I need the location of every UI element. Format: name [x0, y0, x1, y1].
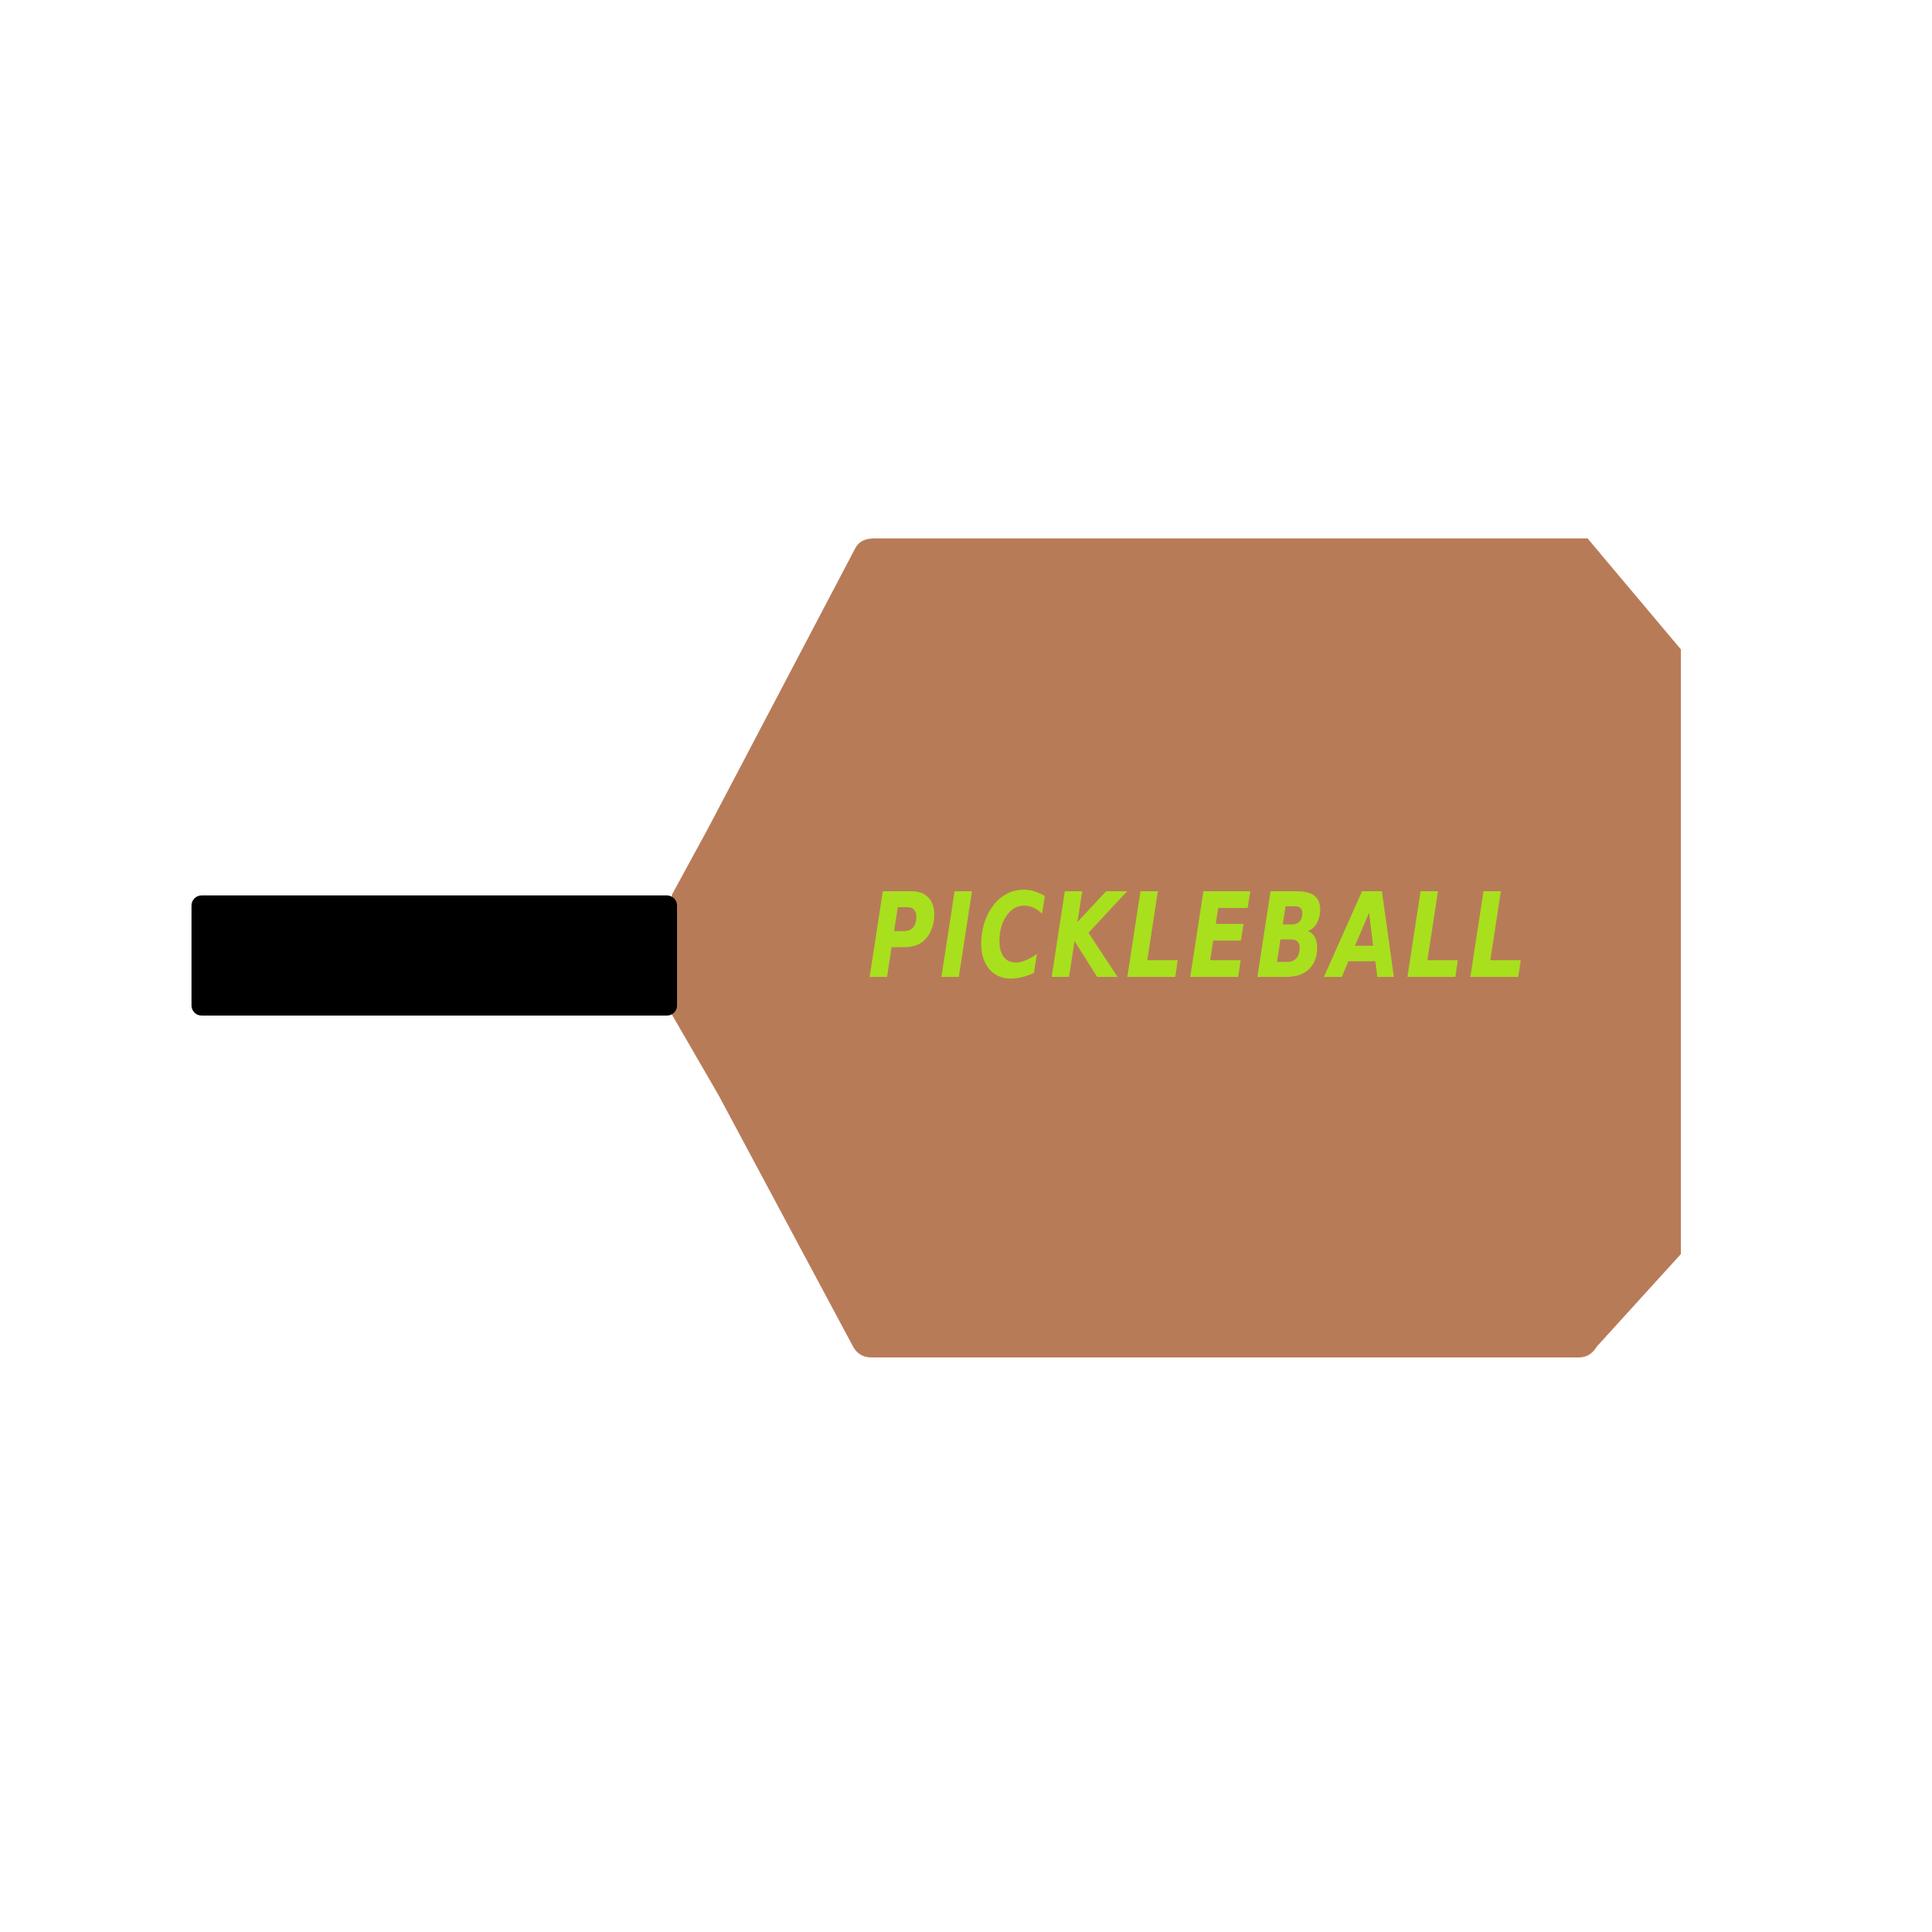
paddle-handle [192, 895, 677, 1016]
paddle-label: PICKLEBALL [868, 869, 1531, 1005]
paddle-face [672, 538, 1681, 1357]
